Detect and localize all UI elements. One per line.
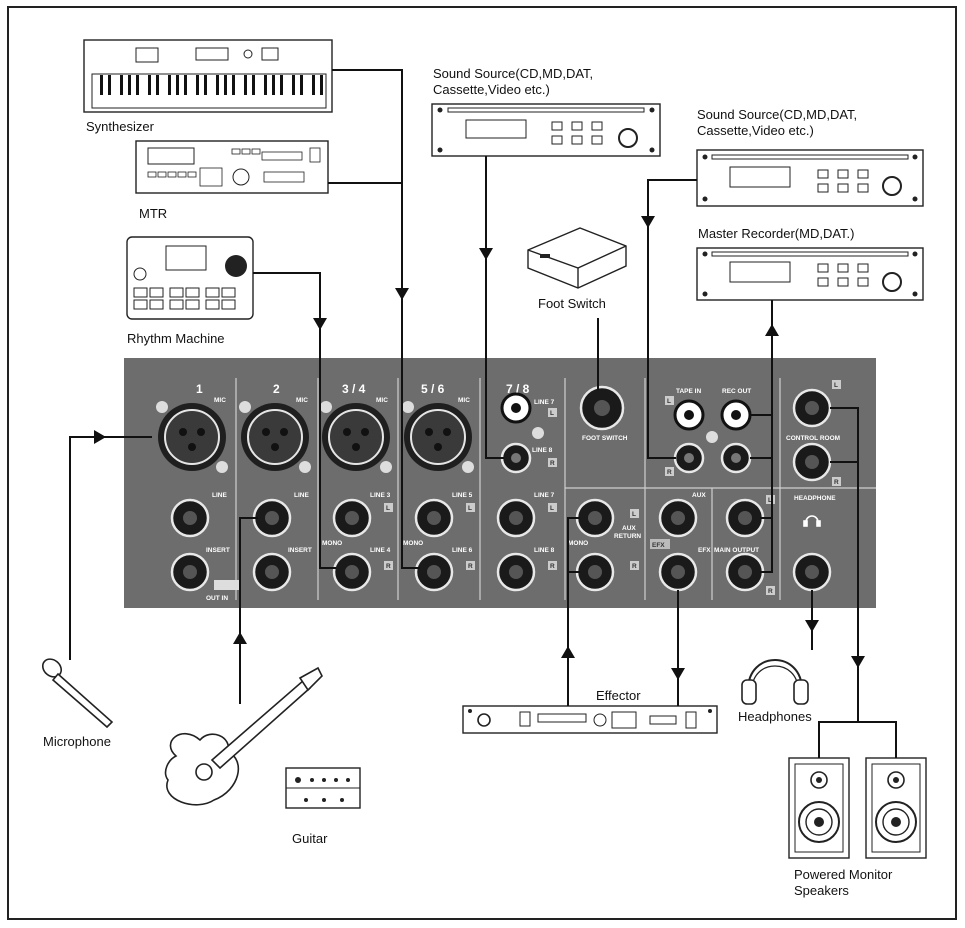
mixer-panel: 1 2 3 / 4 5 / 6 7 / 8 bbox=[124, 358, 876, 608]
sound-source-1-label-line2: Cassette,Video etc.) bbox=[433, 82, 550, 97]
headphones-device: Headphones bbox=[738, 659, 812, 724]
speakers-device: Powered Monitor Speakers bbox=[788, 757, 927, 898]
synthesizer-device: Synthesizer bbox=[83, 39, 333, 134]
line8-label: LINE 8 bbox=[534, 547, 555, 554]
svg-text:OUT IN: OUT IN bbox=[206, 595, 228, 602]
speakers-label-line1: Powered Monitor bbox=[794, 867, 893, 882]
efx-badge: EFX bbox=[652, 542, 665, 549]
lr-badges: L R L R L R L R L R L R L R L R bbox=[384, 380, 841, 595]
ground-switch: OUT IN bbox=[206, 580, 240, 602]
channel-3-4-label: 3 / 4 bbox=[342, 382, 366, 396]
channel-1-label: 1 bbox=[196, 382, 203, 396]
mono-label-1: MONO bbox=[322, 540, 342, 547]
svg-text:R: R bbox=[550, 563, 555, 570]
insert-label-1: INSERT bbox=[206, 547, 230, 554]
insert-label-2: INSERT bbox=[288, 547, 312, 554]
svg-text:R: R bbox=[667, 469, 672, 476]
sound-source-1-device: Sound Source(CD,MD,DAT, Cassette,Video e… bbox=[431, 66, 661, 157]
main-output-label: MAIN OUTPUT bbox=[714, 547, 759, 554]
line8-top-label: LINE 8 bbox=[532, 447, 553, 454]
sound-source-1-label-line1: Sound Source(CD,MD,DAT, bbox=[433, 66, 593, 81]
microphone-label: Microphone bbox=[43, 734, 111, 749]
mono-label-3: MONO bbox=[568, 540, 588, 547]
master-recorder-label: Master Recorder(MD,DAT.) bbox=[698, 226, 855, 241]
sound-source-2-device: Sound Source(CD,MD,DAT, Cassette,Video e… bbox=[696, 107, 924, 207]
sound-source-2-label-line1: Sound Source(CD,MD,DAT, bbox=[697, 107, 857, 122]
rhythm-machine-device: Rhythm Machine bbox=[126, 236, 254, 346]
control-room-label: CONTROL ROOM bbox=[786, 435, 840, 442]
mic-label-1: MIC bbox=[214, 397, 226, 404]
effector-label: Effector bbox=[596, 688, 641, 703]
headphones-label: Headphones bbox=[738, 709, 812, 724]
rhythm-machine-label: Rhythm Machine bbox=[127, 331, 225, 346]
tape-in-label: TAPE IN bbox=[676, 388, 701, 395]
aux-return-label-1: AUX bbox=[622, 525, 636, 532]
channel-5-6-label: 5 / 6 bbox=[421, 382, 445, 396]
line7-label: LINE 7 bbox=[534, 492, 555, 499]
channel-7-8-label: 7 / 8 bbox=[506, 382, 530, 396]
line3-label: LINE 3 bbox=[370, 492, 391, 499]
foot-switch-label: Foot Switch bbox=[538, 296, 606, 311]
line-label-2: LINE bbox=[294, 492, 309, 499]
mic-label-4: MIC bbox=[458, 397, 470, 404]
svg-text:R: R bbox=[386, 563, 391, 570]
svg-text:R: R bbox=[768, 588, 773, 595]
master-recorder-device: Master Recorder(MD,DAT.) bbox=[696, 226, 924, 301]
headphone-label: HEADPHONE bbox=[794, 495, 836, 502]
rec-out-label: REC OUT bbox=[722, 388, 751, 395]
speakers-label-line2: Speakers bbox=[794, 883, 849, 898]
aux-return-label-2: RETURN bbox=[614, 533, 641, 540]
svg-text:L: L bbox=[768, 497, 772, 504]
mtr-label: MTR bbox=[139, 206, 167, 221]
headphone-symbol-icon bbox=[803, 515, 821, 527]
svg-text:R: R bbox=[632, 563, 637, 570]
svg-text:L: L bbox=[834, 382, 838, 389]
efx-label: EFX bbox=[698, 547, 711, 554]
line6-label: LINE 6 bbox=[452, 547, 473, 554]
connection-wires bbox=[69, 69, 897, 758]
mic-label-3: MIC bbox=[376, 397, 388, 404]
microphone-device: Microphone bbox=[41, 658, 114, 749]
svg-text:R: R bbox=[550, 460, 555, 467]
svg-text:L: L bbox=[550, 410, 554, 417]
svg-text:R: R bbox=[468, 563, 473, 570]
mic-label-2: MIC bbox=[296, 397, 308, 404]
svg-text:L: L bbox=[386, 505, 390, 512]
svg-text:L: L bbox=[550, 505, 554, 512]
aux-label: AUX bbox=[692, 492, 706, 499]
line5-label: LINE 5 bbox=[452, 492, 473, 499]
svg-text:L: L bbox=[632, 511, 636, 518]
guitar-device: Guitar bbox=[164, 666, 361, 846]
line7-top-label: LINE 7 bbox=[534, 399, 555, 406]
foot-switch-panel-label: FOOT SWITCH bbox=[582, 435, 628, 442]
svg-text:L: L bbox=[468, 505, 472, 512]
line-label-1: LINE bbox=[212, 492, 227, 499]
guitar-label: Guitar bbox=[292, 831, 328, 846]
svg-text:R: R bbox=[834, 479, 839, 486]
synthesizer-label: Synthesizer bbox=[86, 119, 155, 134]
foot-switch-device: Foot Switch bbox=[527, 227, 627, 311]
channel-2-label: 2 bbox=[273, 382, 280, 396]
sound-source-2-label-line2: Cassette,Video etc.) bbox=[697, 123, 814, 138]
line4-label: LINE 4 bbox=[370, 547, 391, 554]
svg-text:L: L bbox=[667, 398, 671, 405]
xlr-inputs bbox=[156, 401, 474, 473]
effector-device: Effector bbox=[462, 688, 718, 734]
mono-label-2: MONO bbox=[403, 540, 423, 547]
mtr-device: MTR bbox=[135, 140, 329, 221]
